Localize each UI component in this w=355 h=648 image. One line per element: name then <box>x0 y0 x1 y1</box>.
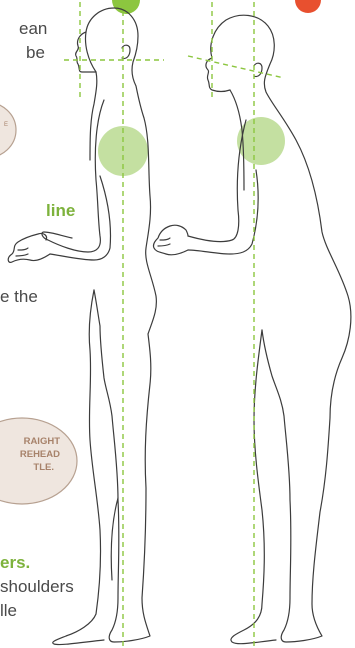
bad-posture-badge <box>295 0 321 13</box>
svg-text:E: E <box>4 122 8 128</box>
bad-tilted-head-line <box>188 56 284 78</box>
bad-shoulder-highlight <box>237 117 285 165</box>
top-callout-oval: E <box>0 102 16 158</box>
oval-line-1: RAIGHT <box>6 436 60 449</box>
alignment-guides <box>64 2 284 648</box>
oval-callout-text: RAIGHT REHEAD TLE. <box>6 436 60 474</box>
bad-posture-figure <box>153 15 350 644</box>
good-posture-figure <box>8 8 156 645</box>
oval-line-2: REHEAD <box>6 449 60 462</box>
oval-line-3: TLE. <box>6 462 60 475</box>
